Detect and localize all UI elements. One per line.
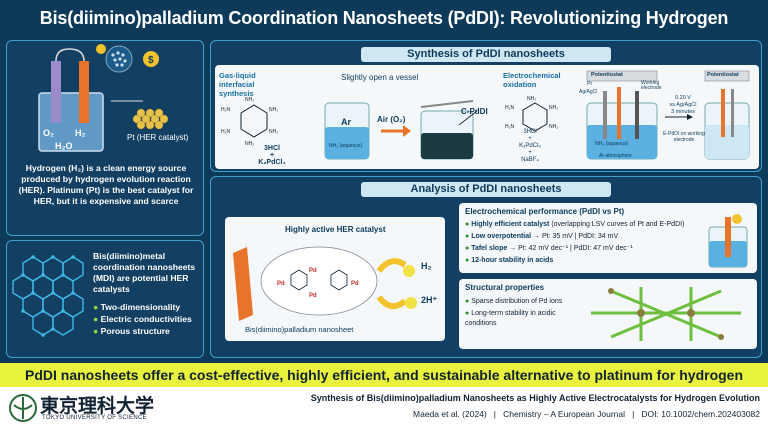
ligand-structure-2: NH₂ NH₂ NH₂ H₂N H₂N xyxy=(505,96,558,132)
struct-title: Structural properties xyxy=(465,283,545,292)
citation: Maeda et al. (2024) | Chemistry – A Euro… xyxy=(413,409,760,419)
cpddi-label: C-PdDI xyxy=(461,107,488,116)
conditions: 0.20 V vs Ag/AgCl 3 minutes xyxy=(661,95,705,116)
echem-item: ● Tafel slope → Pt: 42 mV dec⁻¹ | PdDI: … xyxy=(465,245,633,252)
reagent-hcl: 3HCl xyxy=(264,145,280,152)
paper-title: Synthesis of Bis(diimino)palladium Nanos… xyxy=(310,393,760,403)
svg-text:Pd: Pd xyxy=(277,281,285,287)
svg-text:NH₂: NH₂ xyxy=(549,105,558,111)
epddi-label: E-PdDI on working electrode xyxy=(663,131,705,143)
university-logo-icon xyxy=(9,394,37,422)
her-cell-illustration xyxy=(708,214,748,268)
nanosheet-3d-structure xyxy=(591,287,741,341)
sheet-label: Bis(diimino)palladium nanosheet xyxy=(245,325,354,334)
h2-label: H₂ xyxy=(75,128,86,138)
mdi-panel: Bis(diimino)metal coordination nanosheet… xyxy=(6,240,204,358)
potentiostat-label-2: Potentiostat xyxy=(707,72,739,78)
echem-title: Electrochemical performance (PdDI vs Pt) xyxy=(465,207,625,216)
reagents-right: 3HCl + K₂PdCl₄ + NaBF₄ xyxy=(505,129,555,164)
reagent-hcl-2: 3HCl xyxy=(523,129,537,135)
svg-text:Pd: Pd xyxy=(309,293,317,299)
nh3-aq-label: NH₃ (aqueous) xyxy=(595,141,629,147)
o2-label: O₂ xyxy=(43,128,54,138)
svg-text:NH₂: NH₂ xyxy=(269,107,278,113)
conclusion-banner: PdDI nanosheets offer a cost-effective, … xyxy=(0,363,768,407)
svg-text:NH₂: NH₂ xyxy=(245,141,254,147)
nh3-aqueous-label: NH₃ (aqueous) xyxy=(329,143,363,149)
svg-text:Pd: Pd xyxy=(309,268,317,274)
svg-text:NH₂: NH₂ xyxy=(527,96,536,102)
her-catalyst-label: Highly active HER catalyst xyxy=(285,225,386,234)
potentiostat-label: Potentiostat xyxy=(591,72,623,78)
footer: 東京理科大学 TOKYO UNIVERSITY OF SCIENCE Synth… xyxy=(0,387,768,432)
reagent-plus-2: + xyxy=(528,136,532,142)
svg-text:Pd: Pd xyxy=(351,281,359,287)
ref-electrode-label: Ag/AgCl xyxy=(579,89,598,95)
svg-text:$: $ xyxy=(148,55,154,66)
analysis-heading: Analysis of PdDI nanosheets xyxy=(361,182,611,197)
reagent-plus-3: + xyxy=(528,150,532,156)
gas-liquid-label: Gas-liquid interfacial synthesis xyxy=(219,71,256,98)
svg-text:H₂N: H₂N xyxy=(221,107,231,113)
reagent-k2pdcl4: K₂PdCl₄ xyxy=(258,159,286,166)
svg-text:H₂N: H₂N xyxy=(505,105,515,111)
gas-liquid-setup xyxy=(324,100,478,160)
air-label: Air (O₂) xyxy=(377,115,406,124)
electrolysis-illustration: $ xyxy=(38,44,169,152)
struct-list: ● Sparse distribution of Pd ions ● Long-… xyxy=(465,297,575,329)
hydrogen-intro-text: Hydrogen (H₂) is a clean energy source p… xyxy=(18,163,194,206)
svg-text:H₂N: H₂N xyxy=(505,124,515,130)
ar-atmosphere-label: Ar atmosphere xyxy=(599,153,632,159)
reagent-nabf4: NaBF₄ xyxy=(521,157,539,163)
synthesis-heading: Synthesis of PdDI nanosheets xyxy=(361,47,611,62)
condition-time: 3 minutes xyxy=(671,109,695,115)
struct-item: ● Long-term stability in acidic conditio… xyxy=(465,310,556,327)
university-name-jp: 東京理科大学 xyxy=(40,395,155,417)
mdi-bullet-item: ● Two-dimensionality xyxy=(93,302,181,312)
ar-label: Ar xyxy=(341,117,352,127)
h2o-label: H₂O xyxy=(55,141,73,151)
electrochem-setup xyxy=(586,70,750,160)
hydrogen-intro-panel: $ O₂ H₂ H₂O Pt (HER catalyst) Hydrogen (… xyxy=(6,40,204,236)
electrochem-label: Electrochemical oxidation xyxy=(503,71,561,89)
svg-text:NH₂: NH₂ xyxy=(245,97,254,103)
svg-text:NH₂: NH₂ xyxy=(269,129,278,135)
mdi-bullet-list: ● Two-dimensionality ● Electric conducti… xyxy=(93,301,203,337)
structural-box: Structural properties ● Sparse distribut… xyxy=(459,279,757,349)
analysis-panel: Analysis of PdDI nanosheets Highly activ… xyxy=(210,176,762,358)
mdi-bullet-item: ● Porous structure xyxy=(93,326,170,336)
condition-voltage: 0.20 V xyxy=(675,95,691,101)
svg-text:H₂N: H₂N xyxy=(221,129,231,135)
mdi-text: Bis(diimino)metal coordination nanosheet… xyxy=(93,251,196,294)
h2-product-label: H₂ xyxy=(421,261,432,271)
echem-item: ● Low overpotential → Pt: 35 mV | PdDI: … xyxy=(465,233,619,240)
vessel-note: Slightly open a vessel xyxy=(341,73,419,82)
echem-list: ● Highly efficient catalyst (overlapping… xyxy=(465,219,695,267)
synthesis-panel: Synthesis of PdDI nanosheets Gas-liquid … xyxy=(210,40,762,172)
echem-performance-box: Electrochemical performance (PdDI vs Pt)… xyxy=(459,203,757,273)
reagents-left: 3HCl + K₂PdCl₄ xyxy=(247,145,297,166)
university-name-en: TOKYO UNIVERSITY OF SCIENCE xyxy=(42,415,147,421)
reagent-plus: + xyxy=(269,152,275,159)
condition-reference: vs Ag/AgCl xyxy=(669,102,697,108)
working-electrode-label: Working electrode xyxy=(641,80,662,91)
pt-electrode-label: Pt xyxy=(587,81,592,87)
hexagonal-network-icon xyxy=(12,255,84,337)
page-title: Bis(diimino)palladium Coordination Nanos… xyxy=(0,0,768,64)
echem-item: ● 12-hour stability in acids xyxy=(465,257,554,264)
pt-catalyst-label: Pt (HER catalyst) xyxy=(127,133,189,142)
h-plus-label: 2H⁺ xyxy=(421,295,438,305)
struct-item: ● Sparse distribution of Pd ions xyxy=(465,298,563,305)
echem-item: ● Highly efficient catalyst (overlapping… xyxy=(465,221,685,228)
reagent-k2pdcl4-2: K₂PdCl₄ xyxy=(519,143,541,149)
svg-text:NH₂: NH₂ xyxy=(549,124,558,130)
ligand-structure-1: NH₂ NH₂ NH₂ NH₂ H₂N H₂N xyxy=(221,97,278,147)
mdi-bullet-item: ● Electric conductivities xyxy=(93,314,192,324)
